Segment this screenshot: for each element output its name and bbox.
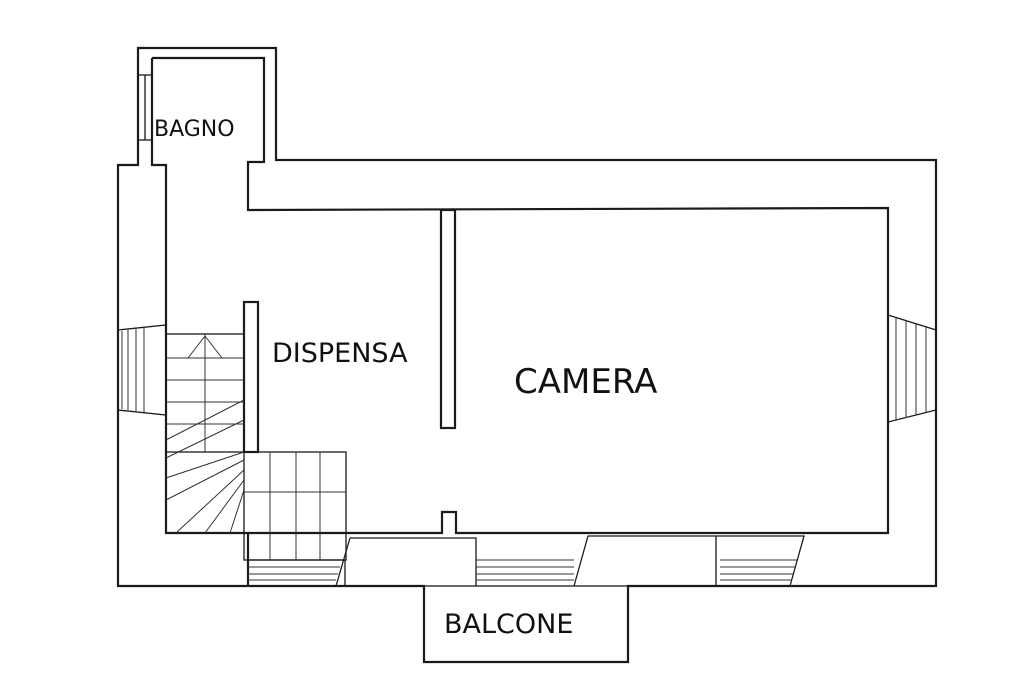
bagno-wall-detail [138,74,152,141]
outer-walls [116,46,938,664]
balcony-outline [423,585,629,663]
room-label-balcone: BALCONE [444,609,573,640]
room-label-camera: CAMERA [514,362,657,402]
room-label-bagno: BAGNO [154,117,235,142]
left-window [117,324,167,416]
right-window [887,314,937,423]
partition-wall [439,208,457,430]
bottom-openings [248,535,805,587]
inner-wall-outline [152,56,890,535]
stair-railing [242,300,260,454]
outer-wall-outline [116,46,938,664]
staircase [165,333,347,561]
room-label-dispensa: DISPENSA [272,338,408,369]
